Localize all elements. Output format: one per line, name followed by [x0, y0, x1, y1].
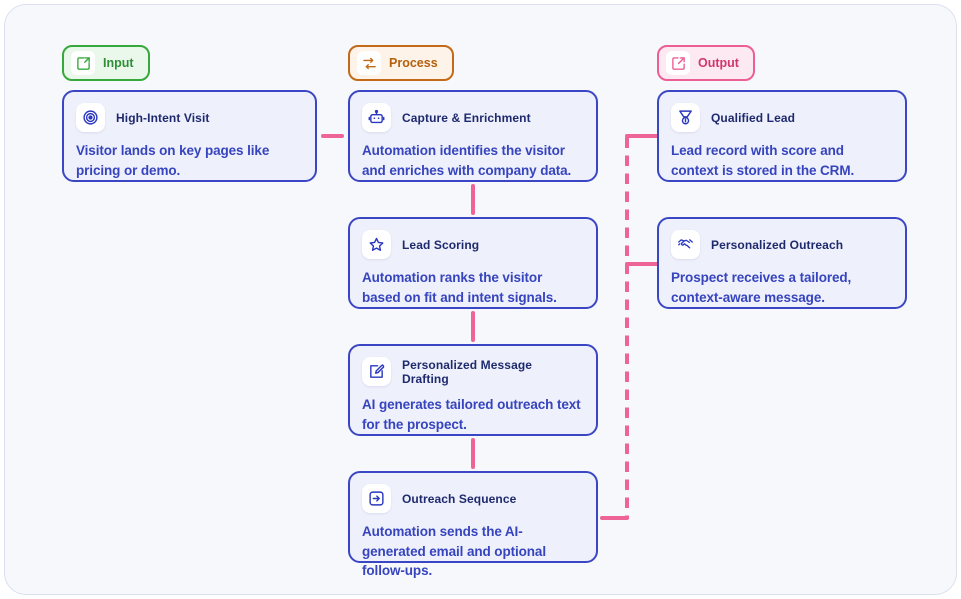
stage-badge-label: Process [389, 56, 438, 70]
card-title: Personalized Message Drafting [402, 357, 533, 386]
card-title: Personalized Outreach [711, 237, 844, 252]
card-capture-and-enrichment[interactable]: Capture & Enrichment Automation identifi… [348, 90, 598, 182]
connector-scoring-to-drafting [471, 311, 475, 342]
card-description: Prospect receives a tailored, context-aw… [671, 270, 852, 305]
card-description: Lead record with score and context is st… [671, 143, 855, 178]
connector-drafting-to-sequence [471, 438, 475, 469]
card-title: Capture & Enrichment [402, 110, 531, 125]
card-title: High-Intent Visit [116, 110, 210, 125]
card-header: Qualified Lead [671, 103, 891, 132]
card-qualified-lead[interactable]: Qualified Lead Lead record with score an… [657, 90, 907, 182]
flow-diagram-canvas: Input Process Output [4, 4, 957, 595]
card-header: High-Intent Visit [76, 103, 301, 132]
card-description: Automation ranks the visitor based on fi… [362, 270, 557, 305]
stage-badge-output[interactable]: Output [657, 45, 755, 81]
card-personalized-message-drafting[interactable]: Personalized Message Drafting AI generat… [348, 344, 598, 436]
card-title: Qualified Lead [711, 110, 796, 125]
stage-badge-process[interactable]: Process [348, 45, 454, 81]
robot-icon [362, 103, 391, 132]
card-header: Personalized Message Drafting [362, 357, 582, 386]
handshake-icon [671, 230, 700, 259]
card-outreach-sequence[interactable]: Outreach Sequence Automation sends the A… [348, 471, 598, 578]
card-header: Personalized Outreach [671, 230, 891, 259]
card-personalized-outreach[interactable]: Personalized Outreach Prospect receives … [657, 217, 907, 309]
card-title: Lead Scoring [402, 237, 480, 252]
card-description: AI generates tailored outreach text for … [362, 397, 581, 432]
stage-badge-input[interactable]: Input [62, 45, 150, 81]
edit-square-icon [362, 357, 391, 386]
stage-badge-label: Output [698, 56, 739, 70]
card-description: Automation identifies the visitor and en… [362, 143, 572, 178]
external-link-icon [666, 51, 690, 75]
medal-icon [671, 103, 700, 132]
card-header: Outreach Sequence [362, 484, 582, 513]
connector-capture-to-scoring [471, 184, 475, 215]
card-header: Lead Scoring [362, 230, 582, 259]
arrow-right-square-icon [362, 484, 391, 513]
card-title: Outreach Sequence [402, 491, 517, 506]
connector-sequence-to-riser [600, 516, 629, 520]
import-icon [71, 51, 95, 75]
card-high-intent-visit[interactable]: High-Intent Visit Visitor lands on key p… [62, 90, 317, 182]
target-icon [76, 103, 105, 132]
connector-riser-to-qualified [625, 134, 659, 138]
card-header: Capture & Enrichment [362, 103, 582, 132]
star-icon [362, 230, 391, 259]
transfer-arrows-icon [357, 51, 381, 75]
card-description: Automation sends the AI-generated email … [362, 524, 546, 579]
card-description: Visitor lands on key pages like pricing … [76, 143, 270, 178]
stage-badge-label: Input [103, 56, 134, 70]
card-lead-scoring[interactable]: Lead Scoring Automation ranks the visito… [348, 217, 598, 309]
connector-riser-to-personalized-outreach [625, 262, 659, 266]
connector-input-to-capture [321, 134, 344, 138]
connector-output-riser [625, 134, 629, 519]
